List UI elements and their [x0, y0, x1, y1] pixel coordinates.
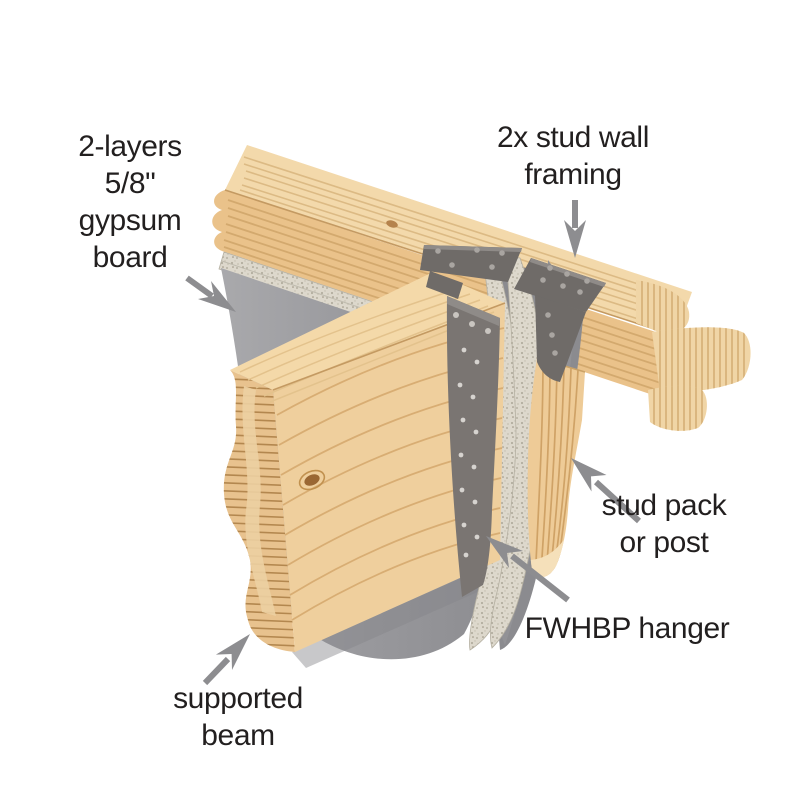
- label-line: 5/8": [104, 167, 156, 200]
- label-gypsum-board: 2-layers 5/8" gypsum board: [35, 128, 225, 276]
- arrow-to-stud-pack: [571, 458, 642, 524]
- label-hanger: FWHBP hanger: [497, 610, 757, 647]
- wood-knot: [386, 220, 398, 228]
- label-line: gypsum: [78, 204, 182, 237]
- arrow-to-supported-beam: [202, 634, 250, 686]
- supported-beam: [223, 272, 506, 652]
- label-line: 2x stud wall: [497, 121, 649, 154]
- label-line: board: [92, 241, 168, 274]
- label-stud-wall: 2x stud wall framing: [453, 119, 693, 193]
- arrow-to-stud-wall: [564, 200, 586, 258]
- label-line: stud pack: [601, 489, 727, 522]
- hanger-beam-tab: [426, 271, 463, 299]
- label-supported-beam: supported beam: [133, 680, 343, 754]
- beam-end-laminations: [223, 370, 295, 652]
- hanger-top-flanges: [420, 245, 606, 382]
- label-line: supported: [173, 682, 303, 715]
- label-line: or post: [619, 526, 709, 559]
- beam-knot: [298, 469, 326, 491]
- fwhbp-hanger-strap: [446, 296, 500, 597]
- label-stud-pack: stud pack or post: [554, 487, 774, 561]
- arrow-to-hanger: [486, 536, 570, 603]
- label-line: framing: [524, 158, 622, 191]
- hanger-nail-holes: [457, 347, 480, 558]
- label-line: 2-layers: [78, 130, 182, 163]
- label-line: FWHBP hanger: [524, 612, 730, 645]
- arrow-to-gypsum-board: [185, 275, 236, 312]
- label-line: beam: [201, 719, 275, 752]
- wall-plate-end-grain: [636, 280, 751, 431]
